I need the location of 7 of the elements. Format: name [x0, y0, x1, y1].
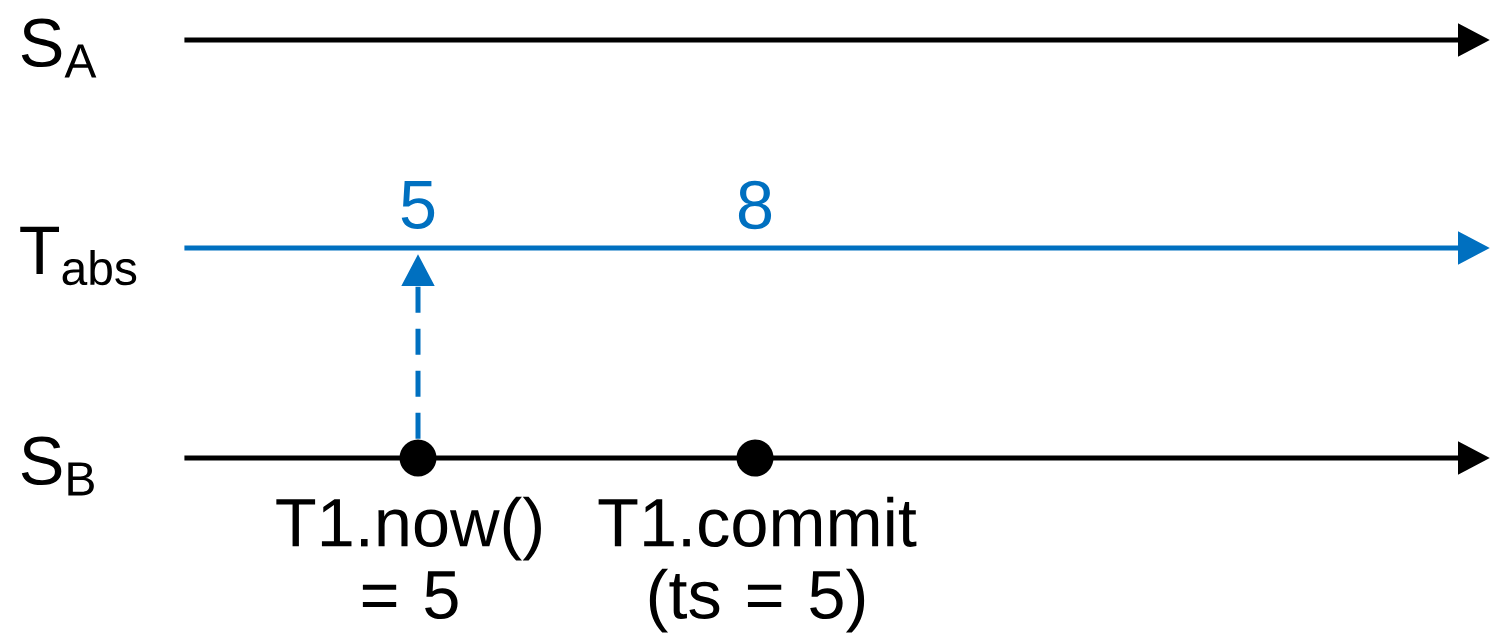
tick-label: 8 — [738, 180, 772, 230]
event-label: T1.commit (ts = 5) — [598, 496, 917, 633]
timeline-label: T$_{abs}$ — [20, 226, 137, 286]
event-label: T1.now() = 5 — [276, 496, 541, 620]
timeline-label: S$_{A}$ — [21, 18, 97, 78]
timeline-label: S$_{B}$ — [21, 436, 94, 496]
tick-label: 5 — [401, 181, 435, 229]
